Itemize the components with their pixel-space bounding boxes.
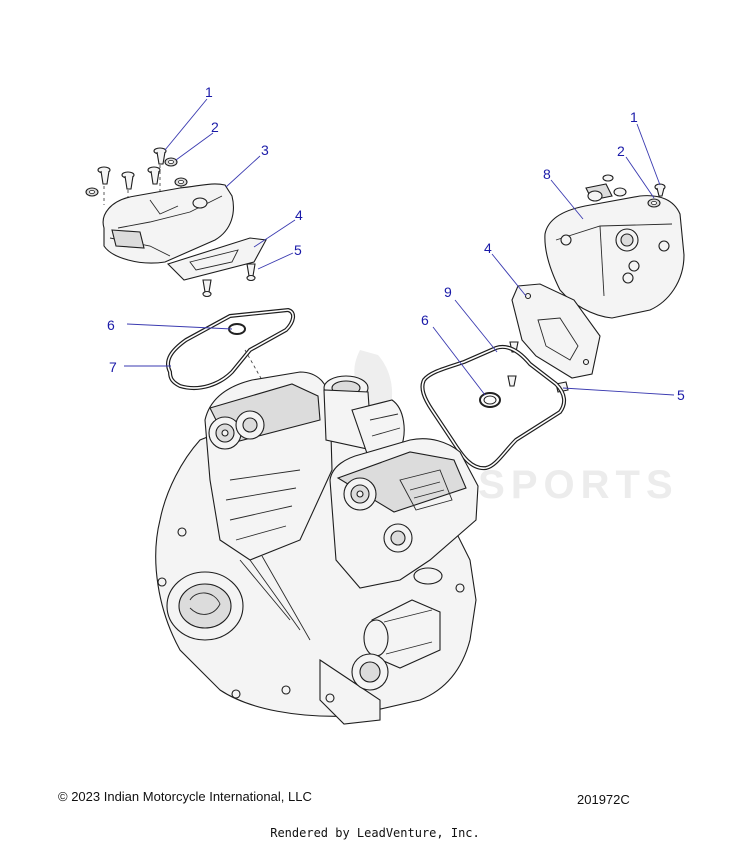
front-rocker-cover-assembly — [85, 147, 295, 391]
bolt-1-front — [97, 147, 167, 190]
gasket-7-front — [166, 307, 295, 391]
seal-6-rear — [479, 392, 501, 408]
washer-2-front — [85, 157, 188, 197]
callout-6-rear[interactable]: 6 — [421, 312, 429, 328]
callout-8[interactable]: 8 — [543, 166, 551, 182]
callout-7[interactable]: 7 — [109, 359, 117, 375]
bolt-1-rear — [602, 174, 666, 197]
callout-1-front[interactable]: 1 — [205, 84, 213, 100]
callout-9[interactable]: 9 — [444, 284, 452, 300]
baffle-plate-4-front — [166, 237, 267, 281]
screw-5-front — [202, 263, 256, 298]
callout-6-front[interactable]: 6 — [107, 317, 115, 333]
baffle-plate-4-rear — [511, 283, 601, 379]
copyright-text: © 2023 Indian Motorcycle International, … — [58, 789, 312, 804]
rocker-cover-3-front — [102, 183, 234, 264]
rear-rocker-cover-assembly — [420, 174, 685, 471]
callout-labels: 1 2 3 4 5 6 7 1 2 8 4 9 6 5 — [107, 84, 685, 403]
callout-5-front[interactable]: 5 — [294, 242, 302, 258]
leader-lines — [124, 98, 675, 396]
callout-2-front[interactable]: 2 — [211, 119, 219, 135]
callout-1-rear[interactable]: 1 — [630, 109, 638, 125]
callout-5-rear[interactable]: 5 — [677, 387, 685, 403]
rendered-by-text: Rendered by LeadVenture, Inc. — [270, 826, 480, 840]
callout-4-rear[interactable]: 4 — [484, 240, 492, 256]
washer-2-rear — [647, 198, 661, 208]
engine-assembly — [155, 371, 479, 725]
gasket-9-rear — [420, 345, 567, 471]
rocker-cover-8-rear — [544, 183, 685, 319]
callout-2-rear[interactable]: 2 — [617, 143, 625, 159]
callout-4-front[interactable]: 4 — [295, 207, 303, 223]
figure-id: 201972C — [577, 792, 630, 807]
callout-3[interactable]: 3 — [261, 142, 269, 158]
